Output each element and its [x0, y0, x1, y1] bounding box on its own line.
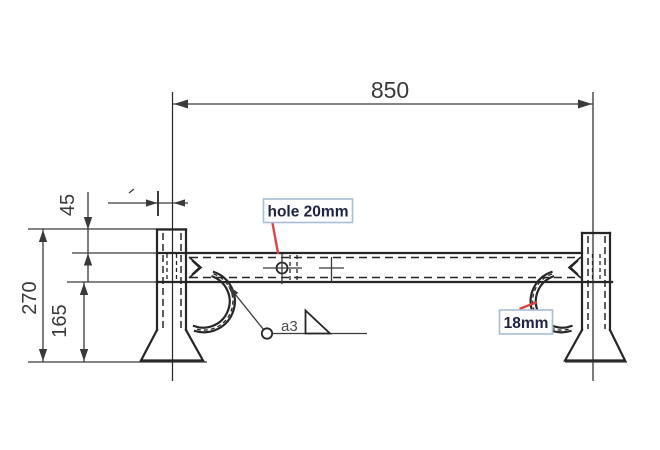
dim-850-label: 850	[371, 77, 409, 103]
dim-165-arrow-top	[79, 283, 89, 295]
weld-size-label: a3	[281, 318, 298, 335]
left-saddle-hook	[192, 270, 236, 334]
dim-small-arrow-right	[173, 199, 185, 207]
dim-small-width	[108, 188, 188, 216]
dim-165-arrow-bottom	[79, 349, 89, 361]
dim-45: 45	[57, 192, 93, 282]
weld-leader-arrowhead	[228, 285, 239, 298]
weld-all-around-circle	[260, 327, 274, 340]
dim-165-label: 165	[49, 304, 71, 337]
right-foot	[563, 328, 627, 362]
extension-lines	[28, 92, 594, 381]
dim-850: 850	[173, 77, 593, 109]
thickness-callout-box[interactable]	[498, 309, 554, 335]
left-hook-inner-arc	[192, 275, 231, 329]
dim-850-arrow-left	[174, 99, 188, 109]
dim-45-arrow-top	[83, 217, 93, 230]
hole-callout-label: hole 20mm	[268, 204, 349, 221]
fillet-weld-triangle-icon	[304, 308, 333, 335]
dim-small-mark	[128, 188, 135, 194]
dim-45-arrow-bottom	[83, 253, 93, 266]
left-joint-chevron-inner	[191, 259, 201, 276]
thickness-callout-label: 18mm	[504, 315, 549, 332]
right-joint-chevron-inner	[569, 259, 579, 276]
hole-callout-leader	[271, 221, 280, 255]
thickness-callout-leader	[519, 301, 538, 310]
thickness-callout[interactable]: 18mm	[498, 309, 554, 335]
weld-leader-line	[230, 288, 265, 330]
dim-270-label: 270	[19, 281, 41, 314]
dim-270-arrow-bottom	[38, 349, 48, 361]
dim-850-arrow-right	[578, 99, 592, 109]
dim-45-label: 45	[57, 194, 79, 216]
left-foot	[139, 328, 205, 362]
hole-feature	[263, 254, 344, 284]
left-hook-hidden-arc	[194, 273, 234, 331]
dim-165: 165	[49, 282, 89, 362]
hole-callout-box[interactable]	[262, 198, 354, 224]
dim-270: 270	[19, 229, 48, 362]
right-leg	[563, 231, 627, 363]
dim-small-arrow-left	[146, 199, 158, 207]
hole-callout[interactable]: hole 20mm	[262, 198, 354, 224]
left-hook-outer-arc	[193, 270, 236, 334]
left-leg	[139, 228, 205, 362]
weld-symbol: a3	[228, 285, 367, 340]
dim-270-arrow-top	[38, 230, 48, 242]
